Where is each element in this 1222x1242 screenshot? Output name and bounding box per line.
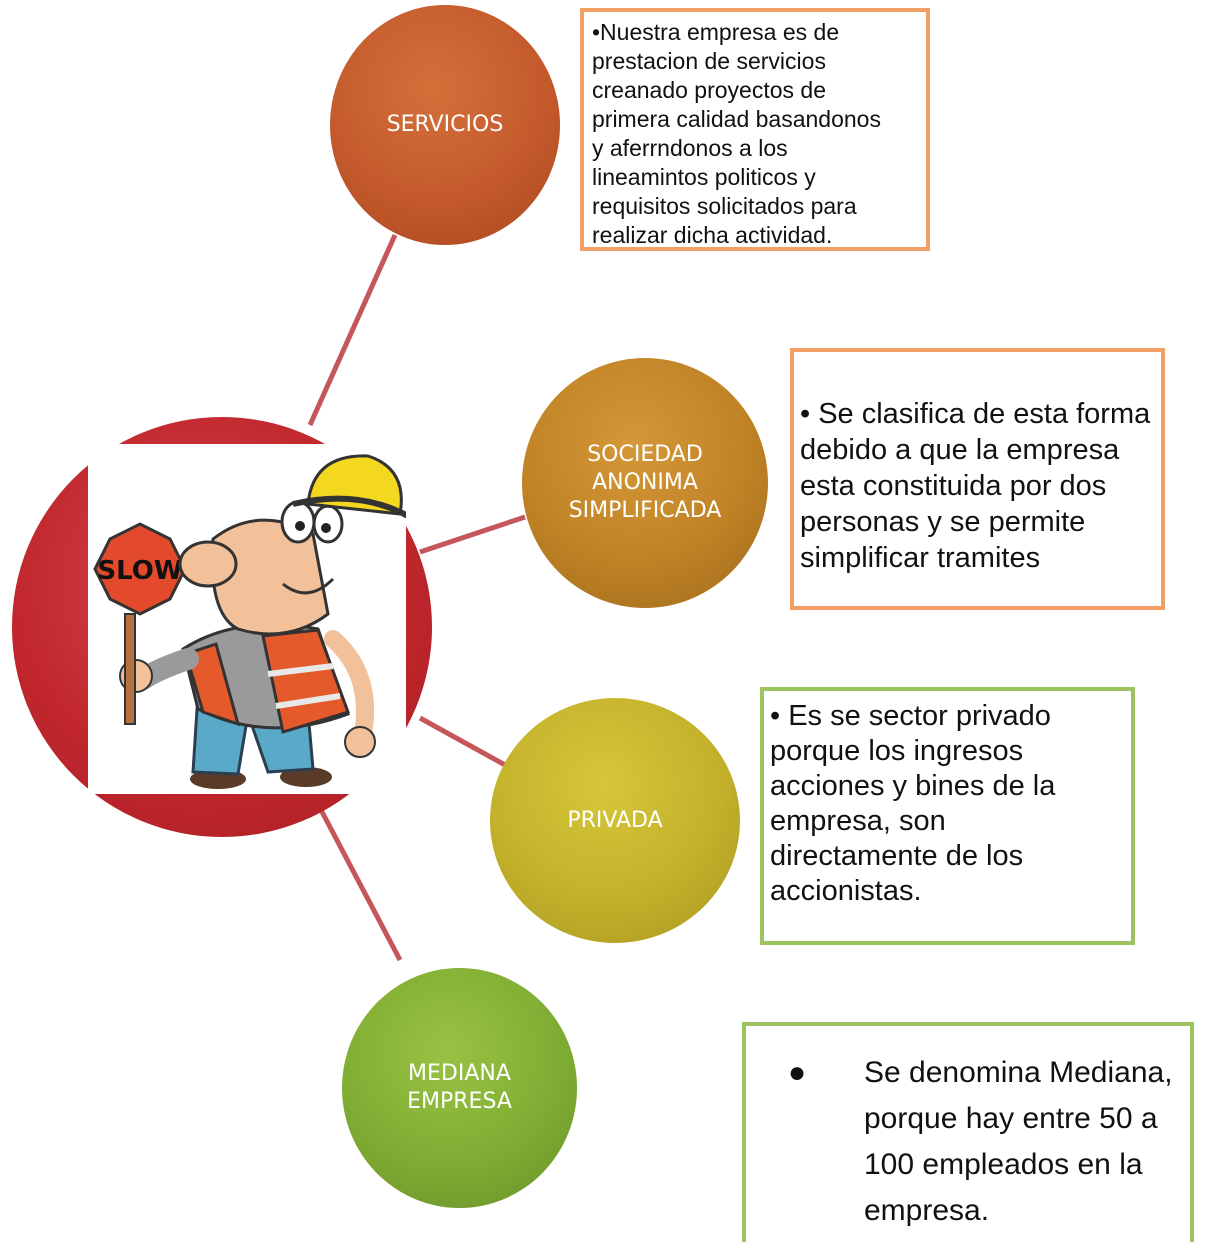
connector-sociedad xyxy=(419,514,526,555)
node-privada: PRIVADA xyxy=(490,698,740,943)
node-sociedad-label: SOCIEDAD ANONIMA SIMPLIFICADA xyxy=(568,442,722,523)
node-servicios: SERVICIOS xyxy=(330,5,560,245)
sign-text: SLOW xyxy=(97,556,182,586)
mediana-description-text: Se denomina Mediana, porque hay entre 50… xyxy=(864,1056,1173,1227)
servicios-description-text: •Nuestra empresa es de prestacion de ser… xyxy=(592,19,881,248)
connector-servicios xyxy=(307,233,398,427)
connector-privada xyxy=(418,715,507,768)
node-privada-label: PRIVADA xyxy=(567,807,663,833)
mediana-description-box: ● Se denomina Mediana, porque hay entre … xyxy=(742,1022,1194,1242)
connector-mediana xyxy=(317,806,403,962)
sociedad-description-text: • Se clasifica de esta forma debido a qu… xyxy=(800,398,1151,574)
node-mediana-empresa: MEDIANA EMPRESA xyxy=(342,968,577,1208)
node-sociedad-anonima-simplificada: SOCIEDAD ANONIMA SIMPLIFICADA xyxy=(522,358,768,608)
construction-worker-image: SLOW xyxy=(88,444,410,794)
privada-description-text: • Es se sector privado porque los ingres… xyxy=(770,700,1056,907)
privada-description-box: • Es se sector privado porque los ingres… xyxy=(760,687,1135,945)
node-mediana-label: MEDIANA EMPRESA xyxy=(407,1061,512,1114)
sociedad-description-box: • Se clasifica de esta forma debido a qu… xyxy=(790,348,1165,610)
node-servicios-label: SERVICIOS xyxy=(386,112,504,137)
bullet-icon: ● xyxy=(788,1056,807,1089)
servicios-description-box: •Nuestra empresa es de prestacion de ser… xyxy=(580,8,930,251)
construction-worker-icon: SLOW xyxy=(93,454,410,789)
